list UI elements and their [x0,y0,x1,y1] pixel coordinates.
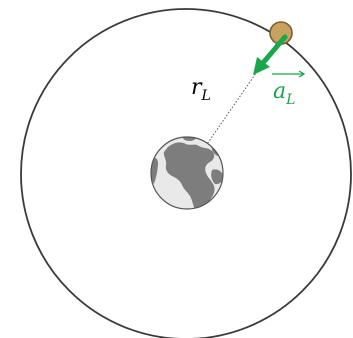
earth-globe-icon [151,132,225,214]
acceleration-label: aL [272,71,304,108]
acceleration-label-main: a [273,79,286,104]
acceleration-vector-arrow [253,37,285,75]
radius-label-sub: L [201,88,211,104]
acceleration-label-sub: L [285,92,295,108]
radius-label: rL [191,75,211,104]
svg-text:aL: aL [273,79,295,108]
